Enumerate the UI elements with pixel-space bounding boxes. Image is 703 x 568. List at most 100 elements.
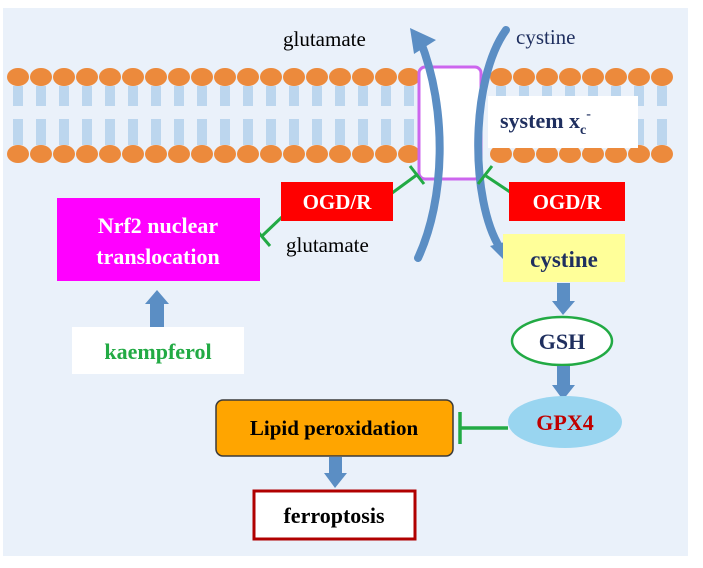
lipid-tail [289, 119, 299, 145]
gsh-ellipse [510, 315, 614, 367]
lipid-head [122, 68, 144, 86]
lipid-head [260, 145, 282, 163]
nrf2-box [57, 198, 260, 281]
lipid-head [490, 145, 512, 163]
lipid-head [260, 68, 282, 86]
lipid-tail [312, 119, 322, 145]
ferroptosis-label: ferroptosis [283, 503, 384, 528]
lipid-head [191, 68, 213, 86]
lipid-tail [36, 86, 46, 106]
ogdr-left-label: OGD/R [303, 190, 373, 214]
ogdr-left-inhibit-bar [408, 165, 426, 185]
lipid-head [99, 68, 121, 86]
lipid-head [122, 145, 144, 163]
lipid-tail [128, 119, 138, 145]
lipid-head [76, 68, 98, 86]
lipid-tail [197, 86, 207, 106]
cell-membrane [7, 68, 673, 163]
lipid-ferroptosis-arrowhead [324, 473, 347, 488]
kaempferol-label: kaempferol [104, 339, 211, 364]
gsh-label: GSH [539, 329, 585, 354]
lipid-tail [358, 119, 368, 145]
lipid-tail [243, 119, 253, 145]
lipid-tail [266, 119, 276, 145]
lipid-head [352, 68, 374, 86]
lipid-tail [358, 86, 368, 106]
ogdr-nrf2-inhibit-line [260, 214, 285, 238]
lipid-head [7, 68, 29, 86]
cystine-gsh-arrowhead [552, 301, 575, 315]
lipid-head [559, 145, 581, 163]
lipid-head [513, 145, 535, 163]
system-xc-subscript: c [580, 123, 586, 138]
cystine-top-label: cystine [516, 25, 575, 49]
lipid-head [7, 145, 29, 163]
nrf2-label-line1: Nrf2 nuclear [98, 213, 219, 238]
lipid-head [283, 145, 305, 163]
lipid-head [582, 145, 604, 163]
lipid-head [536, 145, 558, 163]
lipid-tail [13, 119, 23, 145]
lipid-head [490, 68, 512, 86]
lipid-head [398, 68, 420, 86]
lipid-head [168, 68, 190, 86]
lipid-head [306, 68, 328, 86]
lipid-head [375, 68, 397, 86]
lipid-head [582, 68, 604, 86]
lipid-tail [174, 86, 184, 106]
gsh-gpx4-arrow-shaft [557, 366, 570, 386]
lipid-tail [335, 86, 345, 106]
ogdr-left-box [281, 182, 393, 221]
lipid-head [513, 68, 535, 86]
lipid-head [145, 145, 167, 163]
gpx4-ellipse [508, 396, 622, 448]
lipid-head [329, 68, 351, 86]
lipid-tail [82, 119, 92, 145]
ogdr-right-inhibit-bar [476, 165, 494, 185]
ogdr-right-box [509, 182, 625, 221]
glutamate-export-arrowhead [410, 28, 436, 54]
lipid-head [214, 145, 236, 163]
lipid-tail [404, 119, 414, 145]
lipid-peroxidation-box [215, 399, 454, 457]
lipid-head [352, 145, 374, 163]
ferroptosis-box [252, 489, 417, 541]
lipid-tail [151, 86, 161, 106]
lipid-tail [381, 86, 391, 106]
lipid-tail [36, 119, 46, 145]
lipid-tail [312, 86, 322, 106]
lipid-tail [335, 119, 345, 145]
cystine-box [503, 234, 625, 282]
lipid-head [605, 68, 627, 86]
lipid-tail [220, 86, 230, 106]
lipid-tail [13, 86, 23, 106]
lipid-head [628, 145, 650, 163]
lipid-head [145, 68, 167, 86]
lipid-tail [151, 119, 161, 145]
lipid-head [53, 145, 75, 163]
glutamate-export-arrow [414, 36, 444, 262]
cystine-box-label: cystine [530, 247, 598, 272]
lipid-head [329, 145, 351, 163]
system-xc-main: system x [500, 108, 580, 133]
system-xc-label: system xc- [500, 107, 591, 138]
lipid-tail [266, 86, 276, 106]
lipid-tail [59, 119, 69, 145]
glutamate-bottom-label: glutamate [286, 233, 369, 257]
lipid-head [651, 68, 673, 86]
lipid-tail [220, 119, 230, 145]
lipid-head [283, 68, 305, 86]
lipid-head [306, 145, 328, 163]
lipid-head [651, 145, 673, 163]
cystine-gsh-arrow-shaft [557, 283, 570, 302]
system-xc-superscript: - [586, 107, 591, 122]
lipid-head [237, 145, 259, 163]
lipid-tail [197, 119, 207, 145]
lipid-tail [128, 86, 138, 106]
lipid-tail [404, 86, 414, 106]
lipid-head [398, 145, 420, 163]
lipid-tail [174, 119, 184, 145]
lipid-head [30, 68, 52, 86]
lipid-head [605, 145, 627, 163]
